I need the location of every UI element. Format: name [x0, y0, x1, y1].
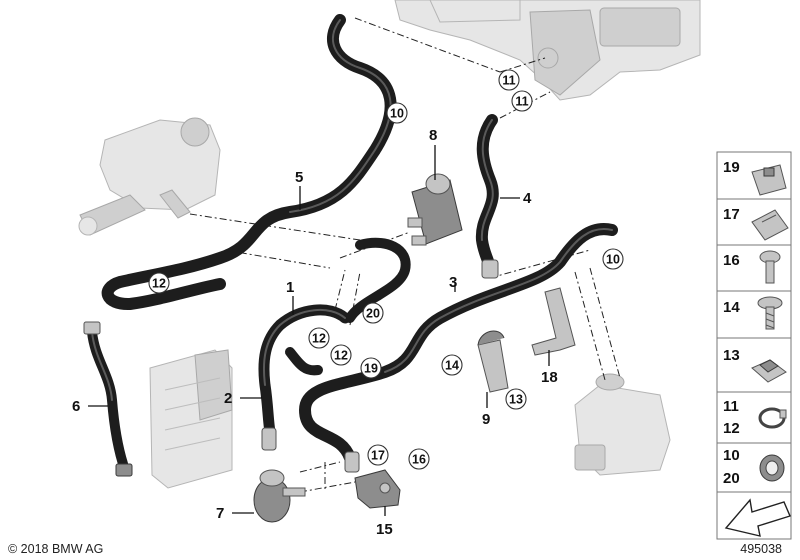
svg-text:16: 16	[412, 453, 426, 467]
egr-module-ghost	[78, 117, 221, 236]
callout-18: 18	[541, 369, 558, 386]
bolt-icon	[759, 250, 781, 284]
valve-8	[407, 173, 463, 246]
svg-text:12: 12	[334, 349, 348, 363]
legend-label-11: 11	[723, 398, 739, 415]
callout-circle-16: 16	[408, 448, 430, 470]
callout-circle-11a: 11	[498, 69, 520, 91]
legend-label-14: 14	[723, 299, 740, 316]
callout-circle-12b: 12	[308, 327, 330, 349]
spring-clip-icon	[751, 209, 789, 241]
svg-text:11: 11	[502, 74, 515, 88]
callout-circle-17: 17	[367, 444, 389, 466]
circled-callouts: 11 11 10 10 12 12 12 20	[148, 69, 624, 470]
lead-lines	[88, 145, 550, 516]
diagram-number: 495038	[740, 542, 782, 556]
hose-3-19	[299, 223, 618, 464]
legend-label-20: 20	[723, 470, 740, 487]
copyright-text: © 2018 BMW AG	[8, 542, 103, 556]
svg-text:20: 20	[366, 307, 380, 321]
screw-icon	[757, 296, 783, 330]
svg-text:19: 19	[364, 362, 378, 376]
callout-circle-12c: 12	[330, 344, 352, 366]
callout-8: 8	[429, 127, 437, 144]
hose-6	[83, 321, 133, 477]
pump-7	[253, 469, 306, 523]
bracket-15	[354, 469, 401, 509]
callout-circle-10b: 10	[602, 248, 624, 270]
callout-6: 6	[72, 398, 80, 415]
relation-lines	[189, 17, 621, 493]
legend-label-12: 12	[723, 420, 740, 437]
engine-block-ghost	[394, 0, 701, 101]
callout-3: 3	[449, 274, 457, 291]
expansion-tank-ghost	[574, 373, 671, 476]
legend-label-10: 10	[723, 447, 740, 464]
svg-text:12: 12	[152, 277, 166, 291]
callout-5: 5	[295, 169, 303, 186]
hose-clamp-icon	[758, 407, 787, 429]
callout-7: 7	[216, 505, 224, 522]
clip-icon	[751, 164, 787, 196]
svg-text:17: 17	[371, 449, 385, 463]
callout-circle-13: 13	[505, 388, 527, 410]
callout-circle-11b: 11	[511, 90, 533, 112]
svg-text:11: 11	[515, 95, 528, 109]
arrow-pointer-icon	[724, 498, 791, 537]
legend-label-13: 13	[723, 347, 740, 364]
hose-4	[475, 114, 499, 276]
callout-circle-14: 14	[441, 354, 463, 376]
callout-circle-19: 19	[360, 357, 382, 379]
svg-text:13: 13	[509, 393, 523, 407]
callout-circle-20: 20	[362, 302, 384, 324]
hose-8-connector	[345, 237, 411, 323]
legend-label-17: 17	[723, 206, 740, 223]
sleeve-clamp-icon	[759, 454, 785, 482]
callout-15: 15	[376, 521, 393, 538]
callout-9: 9	[482, 411, 490, 428]
callout-circle-10a: 10	[386, 102, 408, 124]
callout-1: 1	[286, 279, 294, 296]
callout-numbers: 1 2 3 4 5 6 7 8 9 15 18	[72, 127, 558, 538]
connector-2	[261, 259, 499, 473]
svg-text:10: 10	[606, 253, 620, 267]
svg-text:10: 10	[390, 107, 404, 121]
legend-label-19: 19	[723, 159, 740, 176]
parts-legend-sidebar: 19 17 16 14 13 11 1	[716, 151, 792, 540]
holder-9	[477, 330, 509, 393]
callout-2: 2	[224, 390, 232, 407]
svg-text:12: 12	[312, 332, 326, 346]
callout-circle-12a: 12	[148, 272, 170, 294]
legend-label-16: 16	[723, 252, 740, 269]
svg-text:14: 14	[445, 359, 459, 373]
hose-1	[258, 304, 351, 438]
nut-clip-icon	[751, 359, 787, 383]
radiator-ghost	[149, 349, 233, 489]
callout-4: 4	[523, 190, 532, 207]
bracket-18	[531, 287, 576, 356]
